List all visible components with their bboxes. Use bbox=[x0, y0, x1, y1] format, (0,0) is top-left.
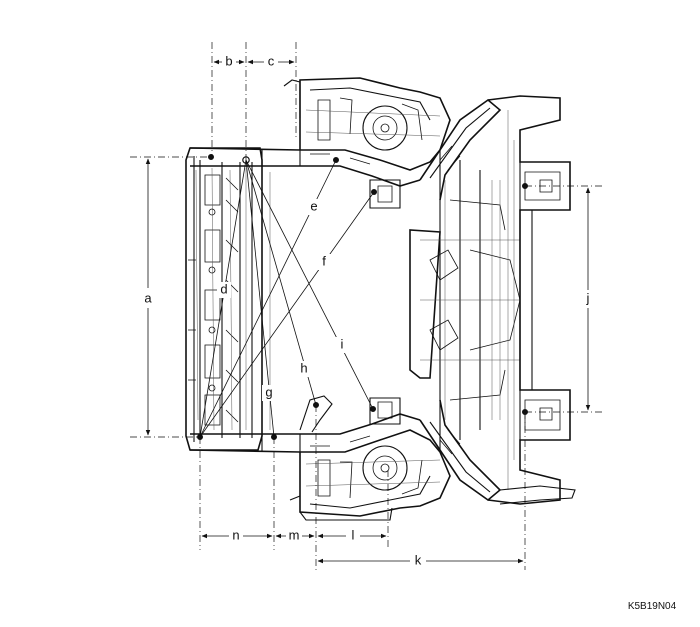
label-d: d bbox=[220, 281, 227, 296]
measurement-points bbox=[197, 154, 528, 440]
dimension-arrows bbox=[145, 59, 591, 564]
underbody-structure bbox=[185, 77, 576, 521]
upper-strut-tower bbox=[283, 77, 451, 151]
label-m: m bbox=[289, 527, 300, 542]
rear-crossmember bbox=[487, 95, 576, 505]
floor-panel bbox=[409, 150, 521, 452]
upper-side-member bbox=[189, 147, 441, 187]
upper-diagonal-bracket bbox=[369, 98, 502, 209]
label-n: n bbox=[232, 527, 239, 542]
label-h: h bbox=[300, 360, 307, 375]
lower-side-member bbox=[189, 413, 441, 453]
label-i: i bbox=[341, 336, 344, 351]
line-i bbox=[245, 159, 374, 410]
label-b: b bbox=[225, 53, 232, 68]
extension-lines bbox=[130, 42, 605, 570]
label-g: g bbox=[265, 384, 272, 399]
label-a: a bbox=[144, 290, 152, 305]
lower-diagonal-bracket bbox=[299, 395, 502, 502]
label-k: k bbox=[415, 552, 422, 567]
label-c: c bbox=[268, 53, 275, 68]
line-f bbox=[199, 191, 375, 438]
front-crossmember bbox=[185, 147, 263, 451]
measurement-lines bbox=[199, 159, 375, 438]
dimension-labels: a b c d e f g h i j k l m n bbox=[138, 53, 595, 569]
label-l: l bbox=[352, 527, 355, 542]
line-d bbox=[199, 159, 247, 438]
label-e: e bbox=[310, 198, 317, 213]
figure-code: K5B19N04 bbox=[628, 601, 677, 612]
label-j: j bbox=[586, 290, 590, 305]
label-f: f bbox=[322, 253, 326, 268]
lower-strut-tower bbox=[289, 445, 451, 521]
